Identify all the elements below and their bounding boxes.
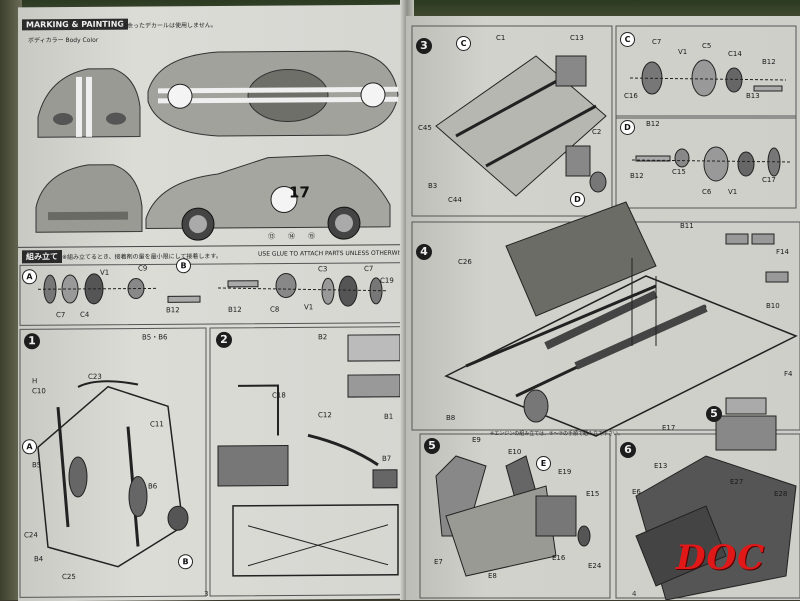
step-3-marker-c: C [456, 36, 471, 51]
detail-d-label-c15: C15 [672, 168, 686, 176]
right-instruction-page: 3 C D C1 C13 C45 C2 B3 C44 C C7 V1 C5 C1… [406, 16, 800, 600]
detail-d-label-b12b: B12 [630, 172, 644, 180]
assembly-title: 組み立て [22, 250, 62, 264]
left-instruction-page: MARKING & PAINTING ※余ったデカールは使用しません。 ボディカ… [18, 4, 410, 601]
step-a-label-c19: C19 [380, 276, 394, 285]
step-1-label-b6: B6 [148, 482, 158, 491]
step-5-label-e7: E7 [434, 558, 443, 566]
step-3-label-b3: B3 [428, 182, 438, 190]
step-6-label-e6: E6 [632, 488, 641, 496]
step-6-label-f4: F4 [784, 370, 793, 378]
step-1-label-b4: B4 [34, 555, 44, 564]
step-a-label-c3: C3 [318, 265, 328, 274]
step-2-label-b2: B2 [318, 333, 328, 342]
step-2-number: 2 [216, 331, 232, 348]
page-number-right: 4 [632, 590, 637, 598]
step-1-label-b5b6: B5・B6 [142, 333, 168, 342]
step-1-label-c10: C10 [32, 387, 46, 396]
step-6-label-e28: E28 [774, 490, 788, 498]
step-2-label-b1: B1 [384, 412, 394, 421]
step-1-label-c24: C24 [24, 531, 38, 540]
step-4-number: 4 [416, 244, 432, 260]
step-3-marker-d: D [570, 192, 585, 207]
step-5-label-e8: E8 [488, 572, 497, 580]
step-a-label-c7: C7 [56, 311, 66, 320]
tabletop-edge [0, 0, 22, 600]
step-5-label-e19: E19 [558, 468, 572, 476]
decal-mark-15: ⑮ [308, 232, 315, 241]
step-1-number: 1 [24, 333, 40, 350]
assembly-note: ※組み立てるとき、接着剤の量を最小限にして接着します。 [62, 252, 222, 262]
detail-c-label-c7: C7 [652, 38, 662, 46]
step-a-label-b12b: B12 [228, 305, 242, 314]
step-1-label-c11: C11 [150, 420, 164, 429]
doc-watermark: DOC [676, 538, 766, 578]
step-1-marker-a: A [22, 439, 37, 455]
detail-c-marker: C [620, 32, 635, 47]
page-number-left: 3 [204, 590, 209, 599]
step-5-label-e24: E24 [588, 562, 602, 570]
detail-c-label-c14: C14 [728, 50, 742, 58]
step-5-number: 5 [424, 438, 440, 454]
detail-c-label-b13: B13 [746, 92, 760, 100]
step-6-label-e27: E27 [730, 478, 744, 486]
car-number: 17 [289, 183, 310, 202]
step-a-label-c7b: C7 [364, 264, 374, 273]
step-3-number: 3 [416, 38, 432, 54]
step-2-label-c12: C12 [318, 411, 332, 420]
step-6-substep: 5 [706, 406, 722, 422]
marking-illustrations [18, 50, 410, 598]
step-4-label-f14: F14 [776, 248, 789, 256]
step-a-label-v1: V1 [100, 268, 110, 277]
decal-mark-13: ⑬ [268, 232, 275, 241]
step-5-note: ※エンジンの組み立ては、⑤〜⑦の手順で組み立て下さい。 [490, 431, 624, 437]
step-1-label-c23: C23 [88, 372, 102, 381]
step-a-label-v1b: V1 [304, 303, 314, 312]
step-6-number: 6 [620, 442, 636, 458]
step-a-label-b12: B12 [166, 306, 180, 315]
step-a-label-c8: C8 [270, 305, 280, 314]
step-a-b-marker: B [176, 258, 191, 274]
detail-d-label-v1: V1 [728, 188, 738, 196]
step-3-label-c1: C1 [496, 34, 506, 42]
step-5-marker-e: E [536, 456, 551, 471]
step-3-label-c45: C45 [418, 124, 432, 132]
decal-mark-14: ⑭ [288, 232, 295, 241]
glue-note: USE GLUE TO ATTACH PARTS UNLESS OTHERWIS… [258, 249, 410, 258]
detail-c-label-v1: V1 [678, 48, 688, 56]
detail-c-label-b12: B12 [762, 58, 776, 66]
step-5-label-e15: E15 [586, 490, 600, 498]
detail-c-label-c16: C16 [624, 92, 638, 100]
detail-d-marker: D [620, 120, 635, 135]
step-5-label-e16: E16 [552, 554, 566, 562]
detail-d-label-c17: C17 [762, 176, 776, 184]
step-a-label-c4: C4 [80, 310, 90, 319]
step-3-label-c2: C2 [592, 128, 602, 136]
step-4-label-b11: B11 [680, 222, 694, 230]
step-2-label-c18: C18 [272, 391, 286, 400]
step-a-marker: A [22, 269, 37, 285]
step-1-label-b5: B5 [32, 461, 42, 470]
detail-d-label-b12: B12 [646, 120, 660, 128]
step-2-label-b7: B7 [382, 454, 392, 463]
step-4-label-c26: C26 [458, 258, 472, 266]
detail-d-label-c6: C6 [702, 188, 712, 196]
assembly-illustrations [411, 25, 800, 600]
step-4-label-b8: B8 [446, 414, 456, 422]
step-1-marker-b: B [178, 554, 193, 570]
step-a-label-c9: C9 [138, 264, 148, 273]
step-6-label-e17: E17 [662, 424, 676, 432]
step-3-label-c44: C44 [448, 196, 462, 204]
step-4-label-b10: B10 [766, 302, 780, 310]
step-1-label-c25: C25 [62, 572, 76, 582]
detail-c-label-c5: C5 [702, 42, 712, 50]
step-5-label-e10: E10 [508, 448, 522, 456]
step-3-label-c13: C13 [570, 34, 584, 42]
step-6-label-e13: E13 [654, 462, 668, 470]
step-5-label-e9: E9 [472, 436, 481, 444]
step-1-label-h: H [32, 377, 38, 386]
